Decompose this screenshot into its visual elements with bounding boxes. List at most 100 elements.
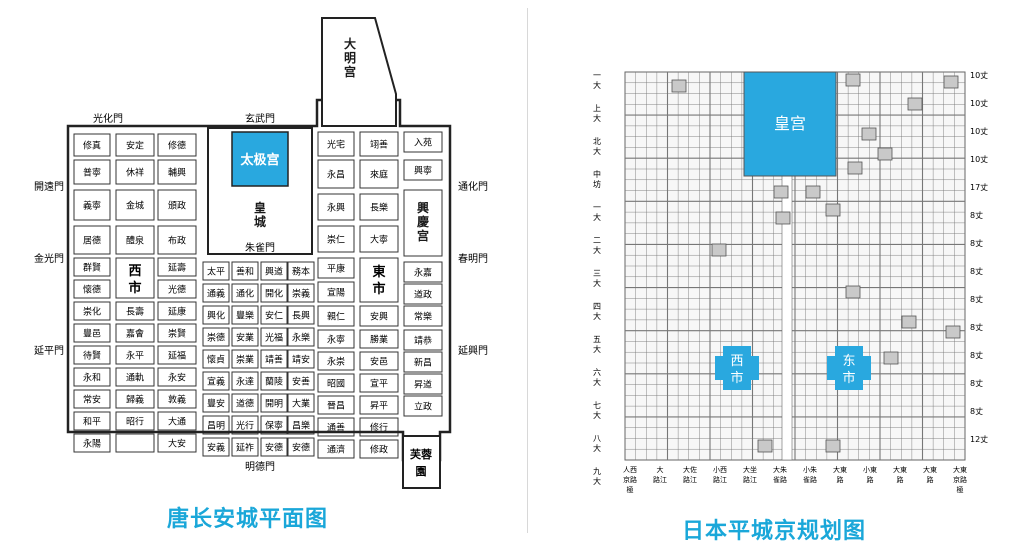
svg-text:頒政: 頒政 bbox=[168, 200, 186, 212]
changan-caption: 唐长安城平面图 bbox=[167, 507, 329, 532]
ward-east2: 大寧 bbox=[359, 225, 399, 253]
ward-east1: 永昌 bbox=[317, 159, 355, 189]
taiji-palace bbox=[231, 131, 289, 187]
svg-text:豐樂: 豐樂 bbox=[236, 310, 254, 322]
temple-marker bbox=[845, 285, 861, 299]
temple-marker bbox=[901, 315, 917, 329]
temple-marker bbox=[877, 147, 893, 161]
heijo-left-label: 一 bbox=[593, 203, 601, 212]
svg-text:光行: 光行 bbox=[236, 420, 254, 432]
svg-text:常樂: 常樂 bbox=[414, 311, 432, 323]
temple-marker bbox=[943, 75, 959, 89]
heijo-left-label2: 大 bbox=[593, 344, 601, 354]
ward-west2: 休祥 bbox=[115, 159, 155, 185]
heijo-bottom-label: 大朱 bbox=[773, 465, 787, 474]
ward-east1: 宣陽 bbox=[317, 281, 355, 303]
gate-jinguang: 金光門 bbox=[34, 252, 64, 265]
furong-label-1: 芙蓉 bbox=[409, 447, 433, 461]
heijo-left-label2: 坊 bbox=[593, 179, 601, 189]
ward-mid: 宣義 bbox=[202, 371, 230, 391]
svg-text:皇: 皇 bbox=[254, 200, 266, 215]
svg-text:休祥: 休祥 bbox=[126, 167, 144, 179]
ward-east3: 入苑 bbox=[403, 131, 443, 153]
svg-text:安義: 安義 bbox=[207, 442, 225, 454]
svg-text:靖善: 靖善 bbox=[265, 354, 283, 366]
svg-text:永興: 永興 bbox=[327, 202, 345, 214]
ward-west2: 安定 bbox=[115, 133, 155, 157]
svg-text:宣平: 宣平 bbox=[370, 378, 388, 390]
svg-text:長興: 長興 bbox=[292, 311, 310, 322]
svg-text:懷德: 懷德 bbox=[83, 284, 101, 296]
svg-text:平康: 平康 bbox=[327, 263, 345, 275]
heijo-right-width: 8丈 bbox=[970, 238, 983, 248]
heijo-right-width: 8丈 bbox=[970, 350, 983, 360]
heijo-bottom-label: 大東 bbox=[953, 465, 967, 474]
ward-west2: 歸義 bbox=[115, 389, 155, 409]
heijo-bottom-label: 大坐 bbox=[743, 465, 757, 474]
gate-mingde: 明德門 bbox=[245, 460, 275, 473]
ward-west1: 和平 bbox=[73, 411, 111, 431]
heijo-bottom-label2: 路江 bbox=[683, 475, 697, 484]
heijo-right-width: 8丈 bbox=[970, 266, 983, 276]
ward-east2: 來庭 bbox=[359, 159, 399, 189]
ward-west3: 修德 bbox=[157, 133, 197, 157]
ward-mid: 永樂 bbox=[287, 327, 315, 347]
temple-marker bbox=[847, 161, 863, 175]
svg-text:永陽: 永陽 bbox=[83, 438, 101, 450]
daming-label: 大明宫 bbox=[344, 36, 356, 79]
ward-west2: 長壽 bbox=[115, 301, 155, 321]
svg-text:崇德: 崇德 bbox=[207, 332, 225, 344]
west-market-heijo: 西市 bbox=[715, 346, 759, 390]
svg-text:永達: 永達 bbox=[236, 376, 254, 388]
ward-mid: 安義 bbox=[202, 437, 230, 457]
ward-west1: 永陽 bbox=[73, 433, 111, 453]
ward-mid: 安仁 bbox=[260, 305, 288, 325]
ward-east1: 晉昌 bbox=[317, 395, 355, 415]
svg-text:市: 市 bbox=[842, 370, 855, 386]
svg-text:勝業: 勝業 bbox=[370, 334, 388, 346]
svg-text:崇賢: 崇賢 bbox=[168, 329, 186, 340]
temple-marker bbox=[825, 439, 841, 453]
svg-text:通善: 通善 bbox=[327, 422, 345, 434]
heijo-left-label2: 大 bbox=[593, 146, 601, 156]
changan-ward-grid: 修真普寧義寧居德群賢懷德崇化豐邑待賢永和常安和平永陽安定休祥金城醴泉長壽嘉會永平… bbox=[73, 131, 443, 459]
svg-text:修政: 修政 bbox=[370, 444, 388, 456]
temple-marker bbox=[773, 185, 789, 199]
ward-mid: 太平 bbox=[202, 261, 230, 281]
ward-west1: 群賢 bbox=[73, 257, 111, 277]
svg-text:安德: 安德 bbox=[265, 442, 283, 454]
ward-west3: 延康 bbox=[157, 301, 197, 321]
heijo-bottom-label2: 路 bbox=[867, 475, 874, 484]
svg-text:太平: 太平 bbox=[207, 266, 225, 278]
ward-east2: 安邑 bbox=[359, 351, 399, 371]
ward-east3: 靖恭 bbox=[403, 329, 443, 351]
ward-east3: 新昌 bbox=[403, 351, 443, 373]
svg-text:普寧: 普寧 bbox=[83, 167, 101, 179]
heijo-left-label2: 大 bbox=[593, 476, 601, 486]
ward-mid: 興道 bbox=[260, 261, 288, 281]
ward-west1: 懷德 bbox=[73, 279, 111, 299]
ward-mid: 昌明 bbox=[202, 415, 230, 435]
svg-text:永昌: 永昌 bbox=[327, 169, 345, 181]
ward-mid: 通義 bbox=[202, 283, 230, 303]
svg-text:靖恭: 靖恭 bbox=[414, 335, 432, 347]
svg-text:安德: 安德 bbox=[292, 442, 310, 454]
svg-text:敦義: 敦義 bbox=[168, 394, 186, 406]
heijo-left-label: 五 bbox=[593, 335, 601, 344]
east-market bbox=[359, 257, 399, 303]
ward-east1: 平康 bbox=[317, 257, 355, 279]
svg-text:安邑: 安邑 bbox=[370, 356, 388, 368]
ward-west1: 常安 bbox=[73, 389, 111, 409]
svg-text:開明: 開明 bbox=[265, 399, 283, 410]
divider-line bbox=[527, 8, 528, 533]
svg-text:永和: 永和 bbox=[83, 372, 101, 384]
ward-east3: 永嘉 bbox=[403, 261, 443, 283]
svg-text:光德: 光德 bbox=[168, 284, 186, 296]
svg-text:安業: 安業 bbox=[236, 332, 254, 344]
furong-label-2: 園 bbox=[416, 465, 427, 478]
temple-marker bbox=[775, 211, 791, 225]
gate-yanping: 延平門 bbox=[34, 345, 64, 357]
heijo-right-width: 10丈 bbox=[970, 126, 988, 136]
svg-text:大通: 大通 bbox=[168, 416, 186, 428]
svg-text:修真: 修真 bbox=[83, 140, 101, 152]
